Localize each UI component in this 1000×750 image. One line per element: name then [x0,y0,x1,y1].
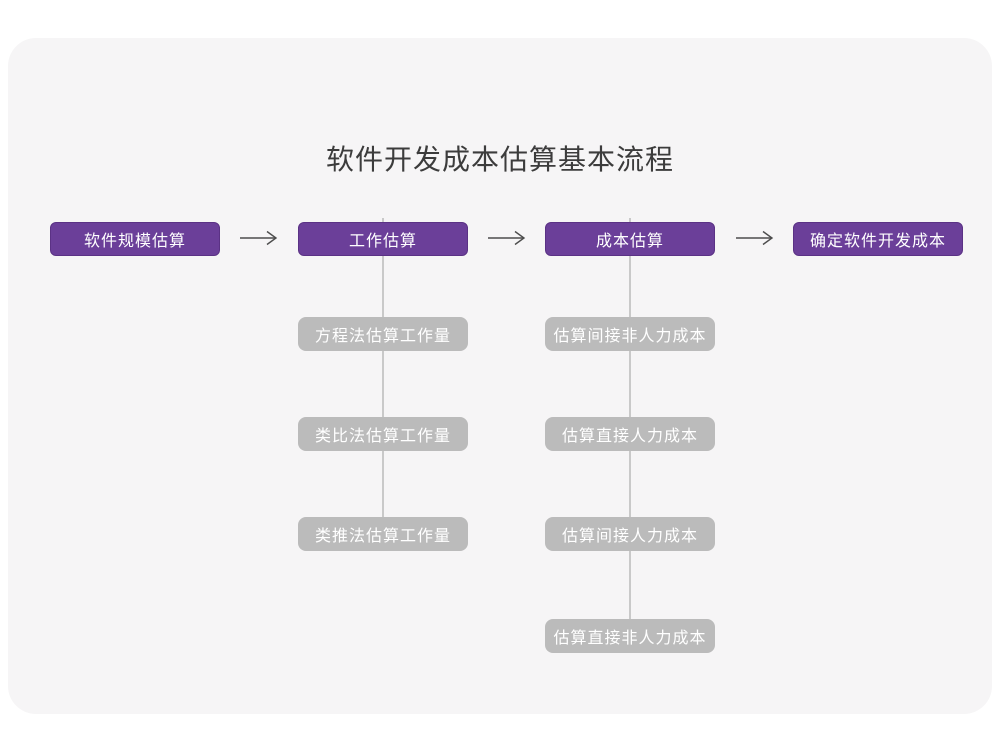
flow-arrow-icon [240,230,278,246]
connector-line-work-estimation [382,218,384,534]
substep-analogy-method-workload: 类比法估算工作量 [298,417,468,451]
substep-indirect-nonlabor-cost: 估算间接非人力成本 [545,317,715,351]
substep-indirect-labor-cost: 估算间接人力成本 [545,517,715,551]
flow-arrow-icon [736,230,774,246]
substep-equation-method-workload: 方程法估算工作量 [298,317,468,351]
substep-extrapolation-method-workload: 类推法估算工作量 [298,517,468,551]
flow-arrow-icon [488,230,526,246]
page-title: 软件开发成本估算基本流程 [325,144,674,175]
stage-determine-development-cost: 确定软件开发成本 [793,222,963,256]
substep-direct-nonlabor-cost: 估算直接非人力成本 [545,619,715,653]
stage-cost-estimation: 成本估算 [545,222,715,256]
substep-direct-labor-cost: 估算直接人力成本 [545,417,715,451]
flowchart-card: 软件开发成本估算基本流程 软件规模估算 工作估算 成本估算 确定软件开发成本 方… [8,38,992,714]
stage-software-scale-estimation: 软件规模估算 [50,222,220,256]
stage-work-estimation: 工作估算 [298,222,468,256]
